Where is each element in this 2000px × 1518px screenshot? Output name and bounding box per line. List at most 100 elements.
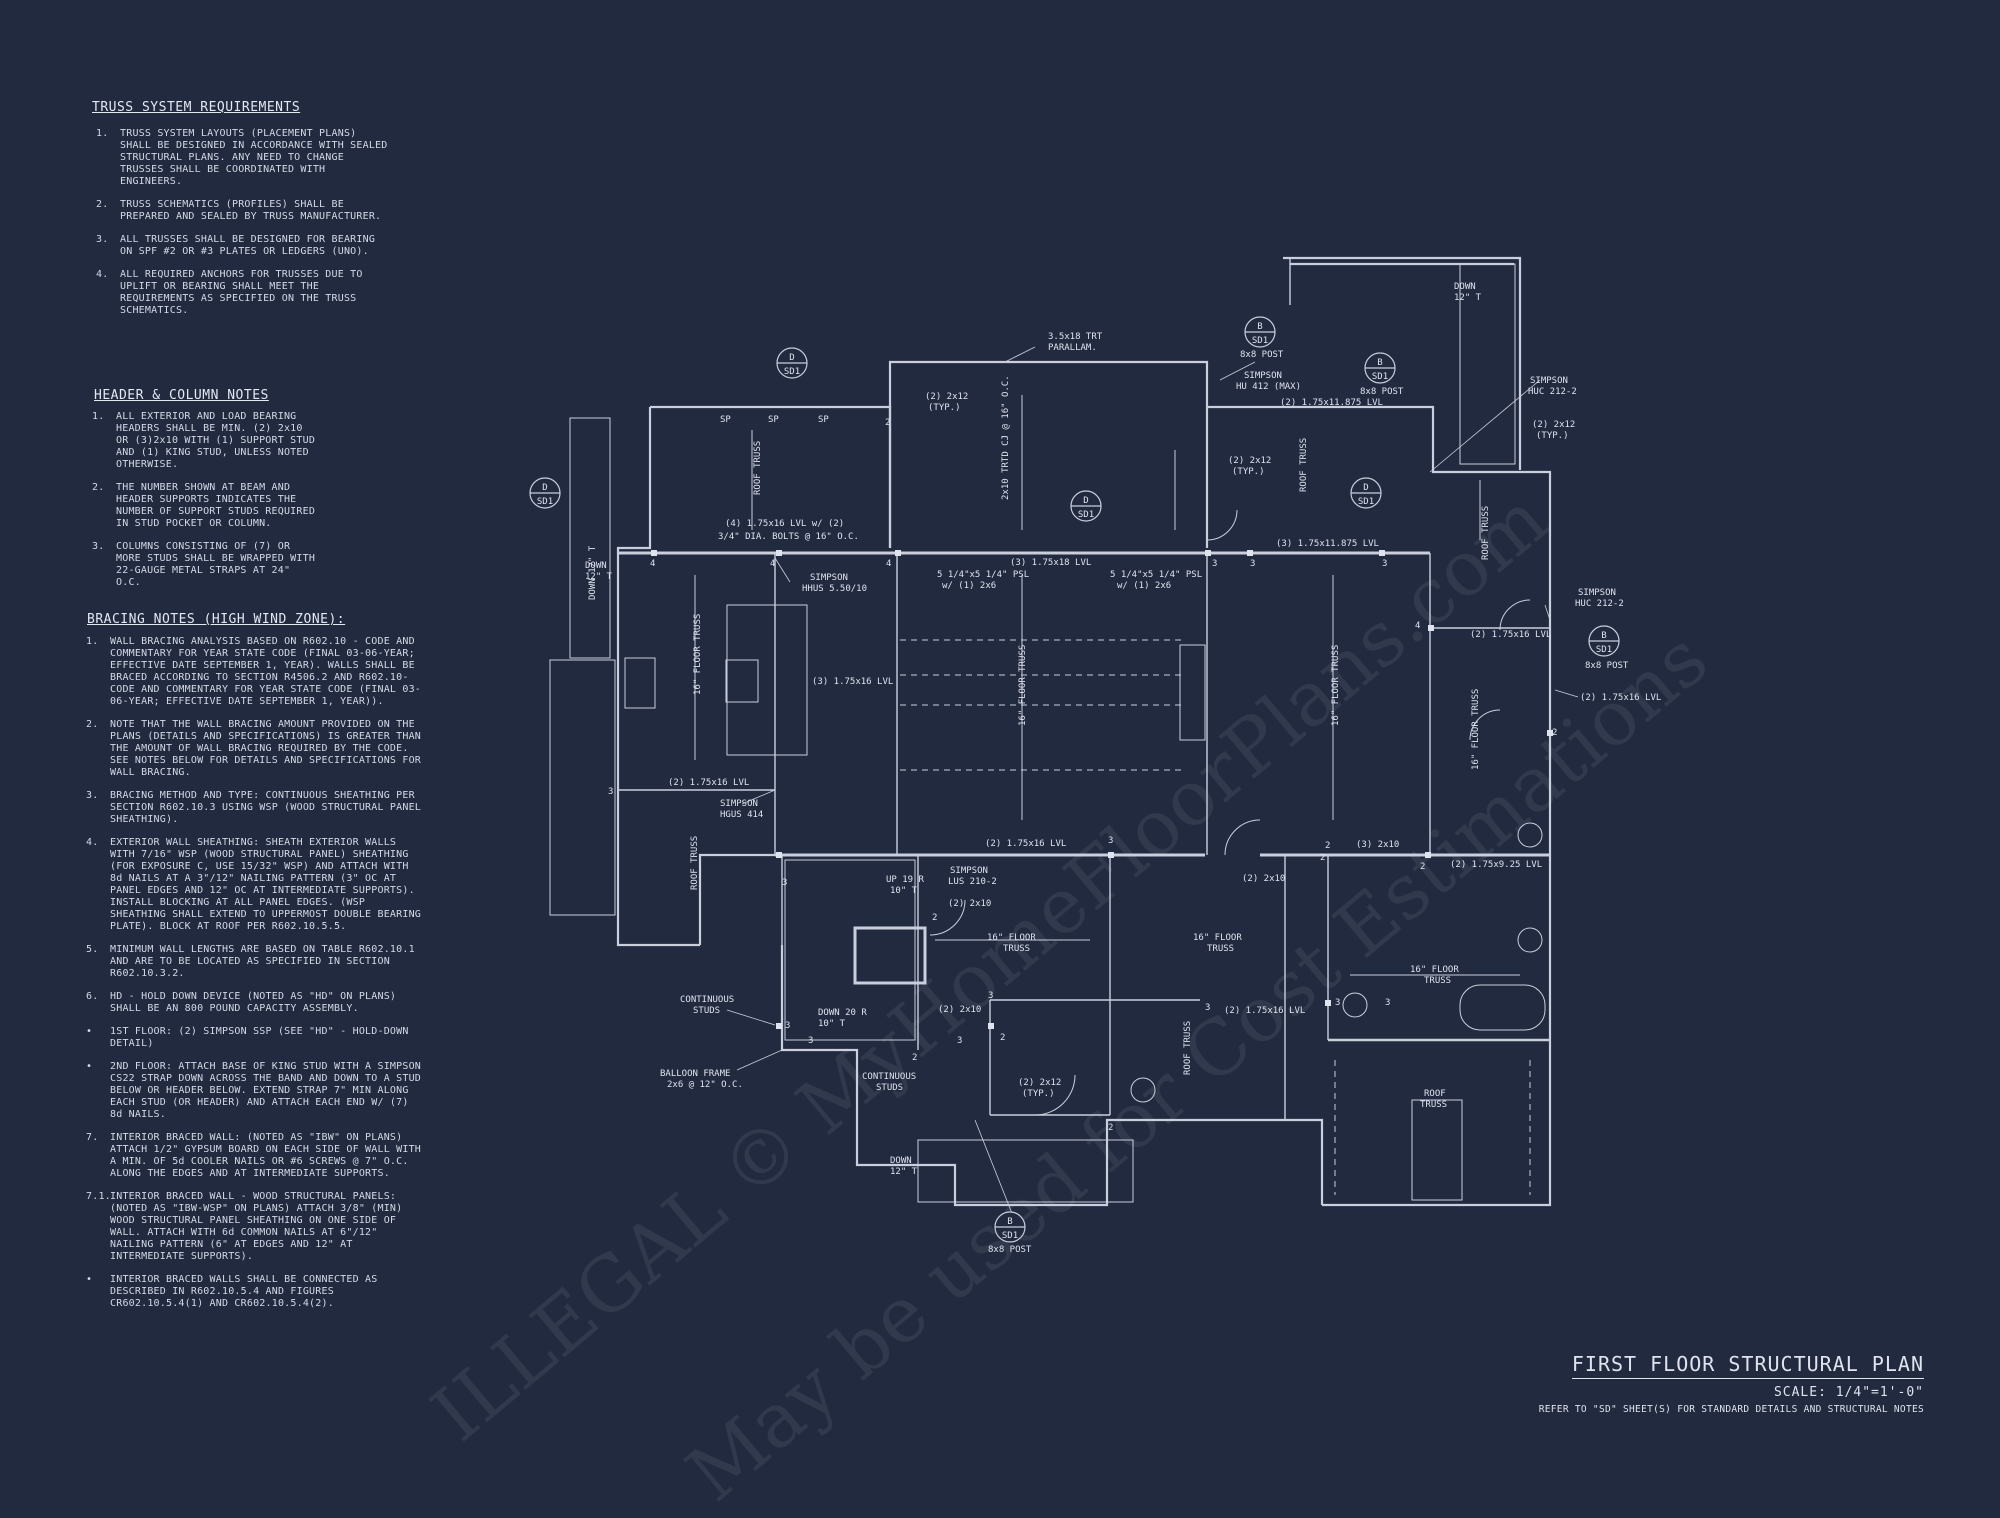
stud-count: 4 [1415, 621, 1420, 631]
detail-tag: B SD1 [994, 1211, 1026, 1243]
plan-label: 3.5x18 TRT [1048, 332, 1103, 342]
detail-tag: D SD1 [1070, 490, 1102, 522]
svg-text:SD1: SD1 [1078, 510, 1094, 520]
dashed-overlay [900, 639, 1531, 1195]
stud-count: 3 [808, 1036, 813, 1046]
stud-count: 2 [1000, 1033, 1005, 1043]
note-text: INTERIOR BRACED WALL - WOOD STRUCTURAL P… [110, 1191, 403, 1262]
plan-label: 8x8 POST [1240, 350, 1284, 360]
note-text: INTERIOR BRACED WALL: (NOTED AS "IBW" ON… [110, 1132, 422, 1179]
plan-label: 12" T [585, 572, 613, 582]
note-text: TRUSS SCHEMATICS (PROFILES) SHALL BE PRE… [120, 199, 382, 222]
plan-label: ROOF [1424, 1089, 1446, 1099]
plan-label: LUS 210-2 [948, 877, 997, 887]
svg-text:SD1: SD1 [1372, 372, 1388, 382]
note-item: 1.WALL BRACING ANALYSIS BASED ON R602.10… [80, 636, 425, 708]
note-number: 5. [86, 944, 99, 955]
plan-label: DOWN [890, 1156, 912, 1166]
plan-label: HUC 212-2 [1575, 599, 1624, 609]
plan-label: SP [768, 415, 779, 425]
plan-label: STUDS [876, 1083, 903, 1093]
stud-count: 2 [932, 913, 937, 923]
note-text: TRUSS SYSTEM LAYOUTS (PLACEMENT PLANS) S… [120, 128, 388, 187]
plan-label: (2) 1.75x9.25 LVL [1450, 860, 1542, 870]
sink [725, 659, 759, 703]
plan-label: 5 1/4"x5 1/4" PSL [937, 570, 1029, 580]
note-number: 2. [86, 719, 99, 730]
plan-label: (3) 1.75x18 LVL [1010, 558, 1091, 568]
note-text: WALL BRACING ANALYSIS BASED ON R602.10 -… [110, 636, 422, 707]
note-text: BRACING METHOD AND TYPE: CONTINUOUS SHEA… [110, 790, 422, 825]
stud-count: 2 [1420, 862, 1425, 872]
plan-label: (2) 1.75x11.875 LVL [1280, 398, 1383, 408]
note-text: ALL EXTERIOR AND LOAD BEARING HEADERS SH… [116, 411, 316, 470]
plan-label: DOWN 20 R [818, 1008, 867, 1018]
plan-label: 8x8 POST [988, 1245, 1032, 1255]
exterior-walls [616, 256, 1552, 1207]
note-item: 4.EXTERIOR WALL SHEATHING: SHEATH EXTERI… [80, 837, 425, 933]
note-number: 3. [96, 234, 109, 245]
stud-count: 3 [1205, 1003, 1210, 1013]
note-item: 3. ALL TRUSSES SHALL BE DESIGNED FOR BEAR… [90, 234, 390, 258]
window-bank [549, 659, 616, 916]
note-text: 1ST FLOOR: (2) SIMPSON SSP (SEE "HD" - H… [110, 1026, 409, 1049]
stud-count: 4 [650, 559, 655, 569]
wall-lower-middle [780, 945, 1324, 1207]
note-number: 7. [86, 1132, 99, 1143]
header-notes-heading: HEADER & COLUMN NOTES [94, 388, 269, 403]
plan-label: SIMPSON [950, 866, 988, 876]
plan-label: 16" FLOOR [1410, 965, 1459, 975]
svg-text:SD1: SD1 [537, 497, 553, 507]
plan-label: (2) 2x12 [1228, 456, 1271, 466]
vertical-label: ROOF TRUSS [1183, 1021, 1193, 1075]
plan-label: CONTINUOUS [680, 995, 734, 1005]
fixtures [549, 604, 1546, 1201]
plan-label: 2x6 @ 12" O.C. [667, 1080, 743, 1090]
note-item: 2.TRUSS SCHEMATICS (PROFILES) SHALL BE P… [90, 199, 390, 223]
toilet-2 [1130, 1077, 1156, 1103]
note-number: • [86, 1274, 93, 1285]
plan-label: (2) 1.75x16 LVL [1224, 1006, 1305, 1016]
plan-label: (TYP.) [1536, 431, 1569, 441]
fireplace [1179, 644, 1206, 741]
svg-text:SD1: SD1 [1252, 336, 1268, 346]
note-item: •1ST FLOOR: (2) SIMPSON SSP (SEE "HD" - … [80, 1026, 425, 1050]
svg-text:D: D [789, 353, 794, 363]
stud-count: 2 [1552, 728, 1557, 738]
plan-label: STUDS [693, 1006, 720, 1016]
range [624, 657, 656, 709]
title-block: FIRST FLOOR STRUCTURAL PLAN SCALE: 1/4"=… [1539, 1352, 1924, 1415]
plan-label: (2) 2x12 [1018, 1078, 1061, 1088]
plan-label: TRUSS [1003, 944, 1030, 954]
plan-label: PARALLAM. [1048, 343, 1097, 353]
stud-count: 2 [1320, 853, 1325, 863]
plan-label: w/ (1) 2x6 [1117, 581, 1171, 591]
plan-label: (3) 1.75x11.875 LVL [1276, 539, 1379, 549]
stud-count: 3 [1250, 559, 1255, 569]
note-item: 4.ALL REQUIRED ANCHORS FOR TRUSSES DUE T… [90, 269, 390, 317]
plan-label: DOWN [1454, 282, 1476, 292]
note-text: ALL TRUSSES SHALL BE DESIGNED FOR BEARIN… [120, 234, 376, 257]
plan-label: (4) 1.75x16 LVL w/ (2) [725, 519, 844, 529]
svg-text:B: B [1377, 358, 1382, 368]
detail-tag-group: D SD1 D SD1 B SD1 B SD1 D SD1 D SD1 [529, 316, 1620, 1243]
plan-label: CONTINUOUS [862, 1072, 916, 1082]
plan-labels: 3.5x18 TRT PARALLAM. (2) 2x12 (TYP.) (4)… [585, 282, 1661, 1255]
stud-count: 3 [608, 787, 613, 797]
span-arrows [694, 395, 1520, 976]
plan-label: 10" T [818, 1019, 846, 1029]
detail-tag: D SD1 [776, 347, 808, 379]
wall-deck-right [1283, 256, 1522, 470]
svg-text:SD1: SD1 [784, 367, 800, 377]
stud-count: 3 [957, 1036, 962, 1046]
plan-label: BALLOON FRAME [660, 1069, 730, 1079]
leader-lines [726, 346, 1579, 1227]
note-number: 6. [86, 991, 99, 1002]
wall-lower-left [698, 853, 775, 945]
note-item: •2ND FLOOR: ATTACH BASE OF KING STUD WIT… [80, 1061, 425, 1121]
plan-label: w/ (1) 2x6 [942, 581, 996, 591]
note-item: 3.COLUMNS CONSISTING OF (7) OR MORE STUD… [86, 541, 316, 589]
svg-text:D: D [1083, 496, 1088, 506]
note-number: 1. [96, 128, 109, 139]
